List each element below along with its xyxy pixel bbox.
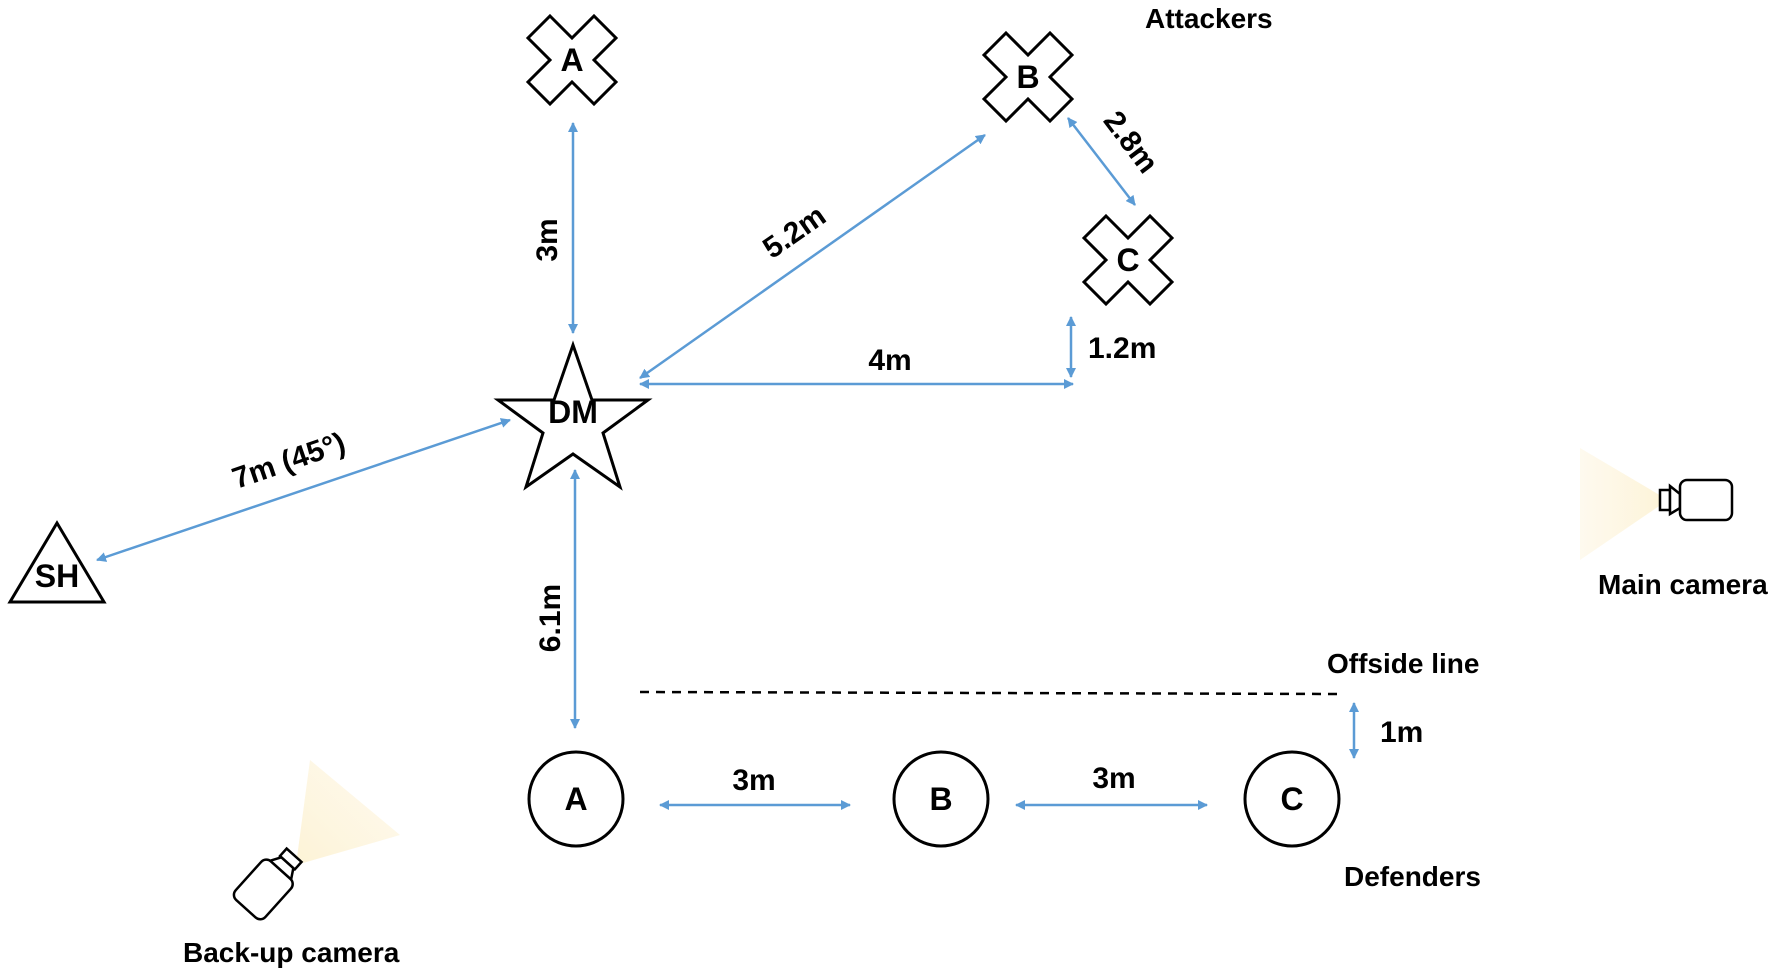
- sh-label: SH: [35, 558, 79, 594]
- video-camera-icon: [232, 846, 304, 921]
- attacker-a-marker: A: [525, 13, 619, 107]
- defender-c-label: C: [1280, 781, 1303, 817]
- defender-b-label: B: [929, 781, 952, 817]
- cross-icon: [981, 30, 1075, 124]
- defender-b-marker: B: [892, 750, 990, 848]
- attacker-b-marker: B: [981, 30, 1075, 124]
- attacker-c-marker: C: [1081, 213, 1175, 307]
- circle-icon: [1243, 750, 1341, 848]
- attacker-c-offset-distance: 1.2m: [1088, 332, 1156, 365]
- attacker-a-label: A: [560, 42, 583, 78]
- attacker-b-label: B: [1016, 59, 1039, 95]
- defender-a-marker: A: [527, 750, 625, 848]
- attackers-title: Attackers: [1145, 3, 1273, 34]
- triangle-icon: [7, 520, 107, 604]
- dm-to-attacker-a-distance: 3m: [531, 218, 564, 261]
- attacker-b-to-c-arrow: [1067, 117, 1136, 206]
- defender-a-to-b-distance: 3m: [732, 764, 775, 797]
- attacker-c-label: C: [1116, 242, 1139, 278]
- defender-a-label: A: [564, 781, 587, 817]
- main-camera: Main camera: [1580, 448, 1768, 600]
- defender-b-to-c-distance: 3m: [1092, 762, 1135, 795]
- offside-line: [639, 690, 1341, 696]
- dm-to-sh-arrow: [96, 418, 511, 562]
- backup-camera-label: Back-up camera: [183, 937, 400, 968]
- dm-horizontal-distance: 4m: [868, 344, 911, 377]
- dm-to-sh-distance: 7m (45°): [228, 426, 349, 495]
- dm-marker: DM: [493, 340, 653, 491]
- cross-icon: [1081, 213, 1175, 307]
- defenders-title: Defenders: [1344, 861, 1481, 892]
- defenders-to-offside-distance: 1m: [1380, 716, 1423, 749]
- circle-icon: [892, 750, 990, 848]
- sh-marker: SH: [7, 520, 107, 604]
- dm-to-attacker-b-arrow: [639, 133, 986, 380]
- camera-view-cone: [296, 760, 400, 865]
- video-camera-icon: [1658, 478, 1734, 522]
- dm-to-attacker-b-distance: 5.2m: [757, 199, 832, 265]
- dm-label: DM: [548, 394, 598, 430]
- main-camera-label: Main camera: [1598, 569, 1768, 600]
- star-icon: [493, 340, 653, 491]
- circle-icon: [527, 750, 625, 848]
- backup-camera: Back-up camera: [183, 760, 400, 968]
- cross-icon: [525, 13, 619, 107]
- dm-to-defender-a-distance: 6.1m: [534, 584, 567, 652]
- offside-line-label: Offside line: [1327, 648, 1479, 679]
- camera-view-cone: [1580, 448, 1668, 560]
- defender-c-marker: C: [1243, 750, 1341, 848]
